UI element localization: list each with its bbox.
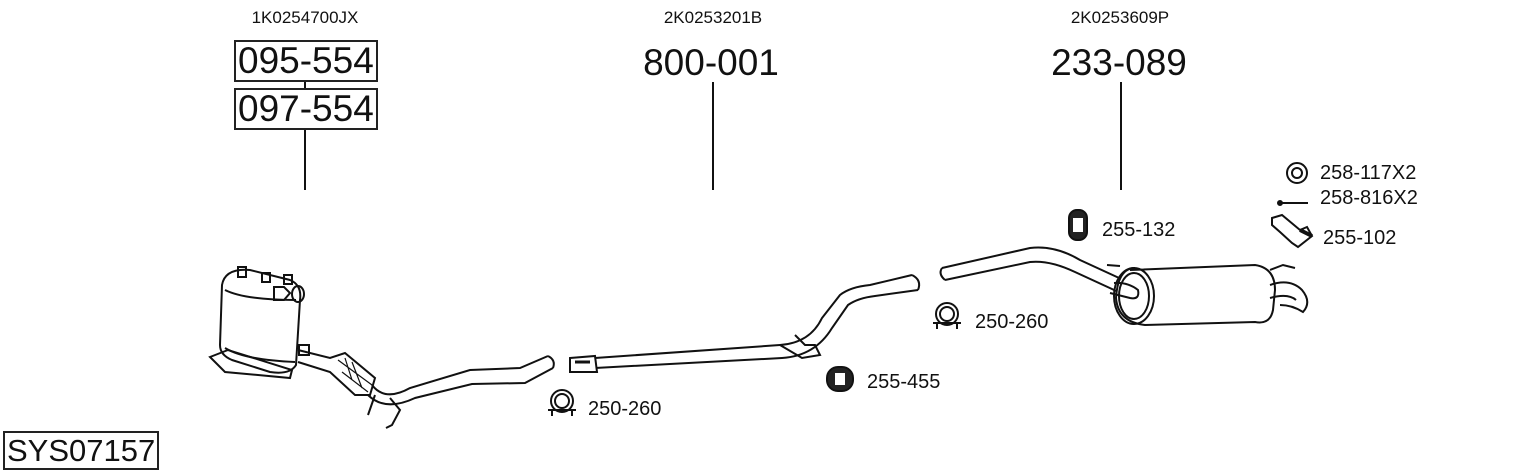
- label-hanger-rear[interactable]: 255-132: [1102, 219, 1176, 241]
- label-hanger-mid[interactable]: 255-455: [867, 371, 941, 393]
- label-bolt[interactable]: 258-816X2: [1320, 187, 1418, 209]
- ring-icon: [1286, 162, 1308, 184]
- rear-silencer: [939, 246, 1309, 327]
- hanger-icon-mid: [826, 366, 854, 392]
- hanger-icon-rear: [1068, 209, 1088, 241]
- diesel-particulate-filter: [208, 266, 555, 429]
- middle-pipe: [569, 274, 921, 373]
- label-ring[interactable]: 258-117X2: [1320, 162, 1417, 184]
- oe-number-middle: 2K0253201B: [663, 8, 763, 27]
- clamp-icon-rear: [933, 302, 961, 329]
- part-number-box[interactable]: 095-554: [234, 40, 378, 82]
- clamp-icon-front: [548, 389, 576, 416]
- bolt-icon: [1277, 200, 1308, 206]
- part-number-middle[interactable]: 800-001: [643, 42, 779, 83]
- oe-number-dpf: 1K0254700JX: [251, 8, 359, 27]
- part-number-box[interactable]: 097-554: [234, 88, 378, 130]
- oe-number-rear: 2K0253609P: [1070, 8, 1170, 27]
- system-code: SYS07157: [3, 431, 160, 470]
- label-clamp-rear[interactable]: 250-260: [975, 311, 1049, 333]
- bracket-icon: [1271, 213, 1314, 249]
- part-number-rear[interactable]: 233-089: [1051, 42, 1187, 83]
- label-bracket[interactable]: 255-102: [1323, 227, 1397, 249]
- label-clamp-front[interactable]: 250-260: [588, 398, 662, 420]
